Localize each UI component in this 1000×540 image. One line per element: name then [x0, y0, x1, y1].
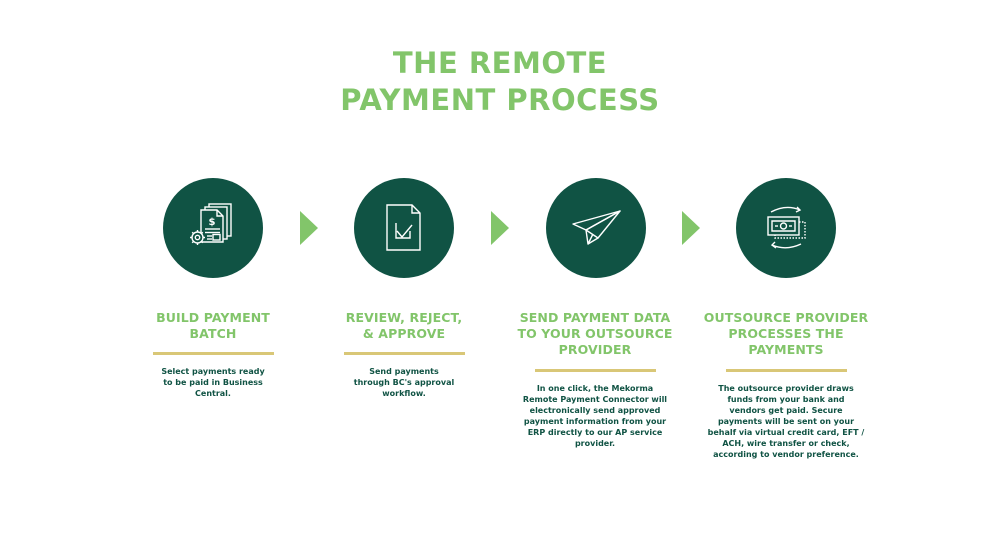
title-line-2: PAYMENT PROCESS: [340, 83, 660, 117]
arrow-right-icon: [300, 211, 318, 245]
step-2-description: Send payments through BC's approval work…: [329, 366, 479, 399]
step-1-divider: [153, 352, 274, 355]
step-2-title: REVIEW, REJECT, & APPROVE: [329, 310, 479, 342]
step-3-title-line: SEND PAYMENT DATA: [519, 310, 671, 325]
svg-text:$: $: [209, 217, 216, 228]
step-4-description-line: vendors get paid. Secure: [729, 406, 843, 415]
step-4-description: The outsource provider draws funds from …: [691, 383, 881, 460]
step-4-description-line: behalf via virtual credit card, EFT /: [707, 428, 865, 437]
step-4-description-line: The outsource provider draws: [718, 384, 854, 393]
step-3-description-line: payment information from your: [523, 417, 667, 426]
step-3-title-line: TO YOUR OUTSOURCE: [517, 326, 673, 341]
step-3-divider: [535, 369, 656, 372]
step-4-description-line: payments will be sent on your: [717, 417, 855, 426]
arrow-right-icon: [682, 211, 700, 245]
step-1-title: BUILD PAYMENT BATCH: [138, 310, 288, 342]
title-line-1: THE REMOTE: [392, 46, 608, 80]
step-4-icon-circle: [736, 178, 836, 278]
step-2-description-line: workflow.: [382, 389, 426, 398]
step-1-icon-circle: $: [163, 178, 263, 278]
paper-plane-icon: [572, 210, 621, 245]
step-4-description-line: according to vendor preference.: [713, 450, 859, 459]
step-1-title-line: BUILD PAYMENT: [156, 310, 270, 325]
page-title: THE REMOTE PAYMENT PROCESS: [0, 45, 1000, 119]
step-4-divider: [726, 369, 847, 372]
step-2-icon-circle: [354, 178, 454, 278]
step-2-title-line: REVIEW, REJECT,: [345, 310, 463, 325]
step-3-description-line: provider.: [574, 439, 616, 448]
step-1-description-line: to be paid in Business: [163, 378, 263, 387]
step-4-description-line: ACH, wire transfer or check,: [722, 439, 850, 448]
money-exchange-icon: [767, 206, 806, 249]
arrow-right-icon: [491, 211, 509, 245]
step-1-description-line: Select payments ready: [161, 367, 265, 376]
document-checkmark-icon: [386, 204, 421, 251]
step-1-title-line: BATCH: [189, 326, 237, 341]
step-3-title: SEND PAYMENT DATA TO YOUR OUTSOURCE PROV…: [505, 310, 685, 358]
step-3-description-line: In one click, the Mekorma: [536, 384, 654, 393]
step-2-title-line: & APPROVE: [362, 326, 446, 341]
step-2-description-line: Send payments: [369, 367, 439, 376]
step-3-description: In one click, the Mekorma Remote Payment…: [505, 383, 685, 449]
step-3-description-line: Remote Payment Connector will: [522, 395, 668, 404]
step-4-title-line: PROCESSES THE: [728, 326, 844, 341]
step-3-title-line: PROVIDER: [558, 342, 632, 357]
step-4-title: OUTSOURCE PROVIDER PROCESSES THE PAYMENT…: [691, 310, 881, 358]
step-3-description-line: electronically send approved: [529, 406, 661, 415]
step-2-description-line: through BC's approval: [353, 378, 455, 387]
step-2-divider: [344, 352, 465, 355]
step-4-description-line: funds from your bank and: [727, 395, 845, 404]
payment-documents-gear-icon: $: [190, 203, 232, 245]
step-3-icon-circle: [546, 178, 646, 278]
step-1-description-line: Central.: [195, 389, 231, 398]
step-1-description: Select payments ready to be paid in Busi…: [138, 366, 288, 399]
step-4-title-line: PAYMENTS: [748, 342, 824, 357]
step-4-title-line: OUTSOURCE PROVIDER: [703, 310, 869, 325]
step-3-description-line: ERP directly to our AP service: [527, 428, 663, 437]
